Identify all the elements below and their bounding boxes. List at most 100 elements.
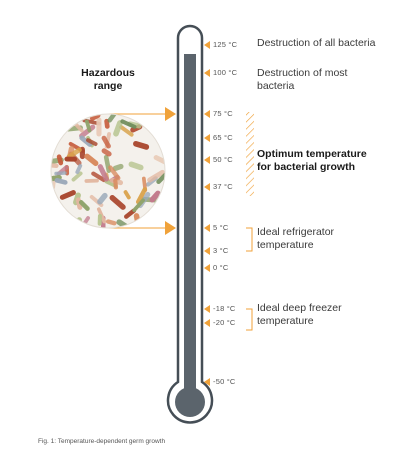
figure-caption: Fig. 1: Temperature-dependent germ growt… bbox=[38, 438, 166, 445]
bacterium-shape bbox=[54, 171, 67, 176]
bacterium-shape bbox=[149, 190, 161, 203]
annotation-freezer-line-1: Ideal deep freezer bbox=[257, 302, 342, 314]
bacterium-shape bbox=[51, 162, 59, 168]
bacterium-shape bbox=[105, 219, 117, 226]
bacterium-shape bbox=[73, 121, 84, 133]
tick-label: -50 °C bbox=[213, 377, 236, 386]
bacterium-shape bbox=[116, 219, 132, 228]
bacterium-shape bbox=[59, 190, 76, 200]
bacterium-shape bbox=[146, 217, 160, 228]
bacterium-shape bbox=[51, 217, 57, 228]
optimum-hatch-area bbox=[246, 112, 254, 196]
hazard-label: Hazardous range bbox=[66, 67, 150, 93]
bacterium-shape bbox=[109, 195, 126, 210]
tick-label: 50 °C bbox=[213, 155, 233, 164]
bacterium-shape bbox=[56, 214, 63, 227]
bacterium-shape bbox=[101, 148, 112, 157]
bacterium-shape bbox=[66, 147, 82, 159]
bacterium-shape bbox=[64, 156, 78, 162]
tick-label: -20 °C bbox=[213, 318, 236, 327]
annotation-destruction-all-line-1: Destruction of all bacteria bbox=[257, 37, 376, 49]
bacterium-shape bbox=[91, 171, 107, 183]
tick-arrow bbox=[204, 319, 210, 327]
tick-arrow bbox=[204, 69, 210, 77]
bacterium-shape bbox=[112, 163, 124, 172]
bacterium-shape bbox=[97, 214, 102, 226]
bacterium-shape bbox=[96, 117, 102, 137]
bacterium-shape bbox=[101, 135, 111, 149]
tick-arrow bbox=[204, 378, 210, 386]
bacterium-shape bbox=[71, 171, 83, 182]
annotation-optimum: Optimum temperature for bacterial growth bbox=[257, 148, 367, 174]
tick-label: 3 °C bbox=[213, 246, 229, 255]
tick-arrow bbox=[204, 224, 210, 232]
tick-label: 0 °C bbox=[213, 263, 229, 272]
bacterium-shape bbox=[51, 129, 56, 144]
annotation-refrigerator: Ideal refrigerator temperature bbox=[257, 226, 334, 252]
annotation-freezer-line-2: temperature bbox=[257, 315, 314, 328]
bacterium-shape bbox=[156, 170, 165, 184]
tick-label: -18 °C bbox=[213, 304, 236, 313]
tick-arrow bbox=[204, 156, 210, 164]
bacterium-shape bbox=[155, 197, 165, 214]
bacterium-shape bbox=[120, 119, 137, 129]
tick-arrow bbox=[204, 41, 210, 49]
bacterium-shape bbox=[149, 114, 163, 119]
bacteria-circle-border bbox=[50, 113, 166, 229]
bacterium-shape bbox=[154, 114, 165, 118]
bacterium-shape bbox=[56, 124, 66, 133]
bacterium-shape bbox=[79, 135, 93, 147]
annotation-freezer: Ideal deep freezer temperature bbox=[257, 302, 342, 328]
annotation-destruction-most-line-2: bacteria bbox=[257, 80, 295, 93]
bacterium-shape bbox=[67, 114, 72, 123]
bacterium-shape bbox=[123, 190, 131, 200]
tick-arrow bbox=[204, 110, 210, 118]
tick-arrow bbox=[204, 134, 210, 142]
refrigerator-bracket bbox=[246, 227, 253, 252]
bacterium-shape bbox=[86, 138, 98, 147]
tick-arrow bbox=[204, 247, 210, 255]
tick-label: 125 °C bbox=[213, 40, 238, 49]
bacterium-shape bbox=[108, 165, 121, 181]
thermometer bbox=[166, 24, 214, 424]
bacterium-shape bbox=[97, 192, 108, 205]
annotation-refrigerator-line-1: Ideal refrigerator bbox=[257, 226, 335, 238]
freezer-bracket bbox=[246, 308, 253, 331]
bacterium-shape bbox=[84, 119, 92, 133]
tick-label: 75 °C bbox=[213, 109, 233, 118]
tick-label: 100 °C bbox=[213, 68, 238, 77]
bacterium-shape bbox=[78, 200, 90, 211]
tick-arrow bbox=[204, 305, 210, 313]
hazard-arrow-top bbox=[165, 107, 176, 121]
bacterium-shape bbox=[132, 198, 145, 213]
bacterium-shape bbox=[119, 125, 134, 137]
annotation-destruction-all: Destruction of all bacteria bbox=[257, 37, 375, 50]
annotation-refrigerator-line-2: temperature bbox=[257, 239, 314, 252]
bacterium-shape bbox=[133, 140, 150, 150]
hazard-label-line-2: range bbox=[93, 80, 123, 93]
bacterium-shape bbox=[79, 124, 96, 139]
hazard-label-line-1: Hazardous bbox=[81, 67, 135, 79]
bacterium-shape bbox=[84, 153, 99, 167]
bacterium-shape bbox=[113, 120, 123, 137]
bacterium-shape bbox=[51, 121, 59, 128]
tick-arrow bbox=[204, 183, 210, 191]
bacterium-shape bbox=[56, 117, 66, 130]
bacterium-shape bbox=[60, 114, 78, 119]
hazard-arrow-bottom bbox=[165, 221, 176, 235]
bacterium-shape bbox=[54, 177, 68, 185]
bacterium-shape bbox=[107, 114, 120, 123]
tick-arrow bbox=[204, 264, 210, 272]
bacterium-shape bbox=[113, 178, 119, 190]
bacterium-shape bbox=[84, 178, 99, 183]
tick-arrows bbox=[204, 41, 210, 386]
bacterium-shape bbox=[56, 154, 64, 166]
bacterium-shape bbox=[97, 164, 109, 182]
annotation-destruction-most-line-1: Destruction of most bbox=[257, 67, 348, 79]
tick-label: 37 °C bbox=[213, 182, 233, 191]
bacterium-shape bbox=[147, 169, 165, 183]
bacterium-shape bbox=[52, 212, 60, 228]
tick-label: 65 °C bbox=[213, 133, 233, 142]
